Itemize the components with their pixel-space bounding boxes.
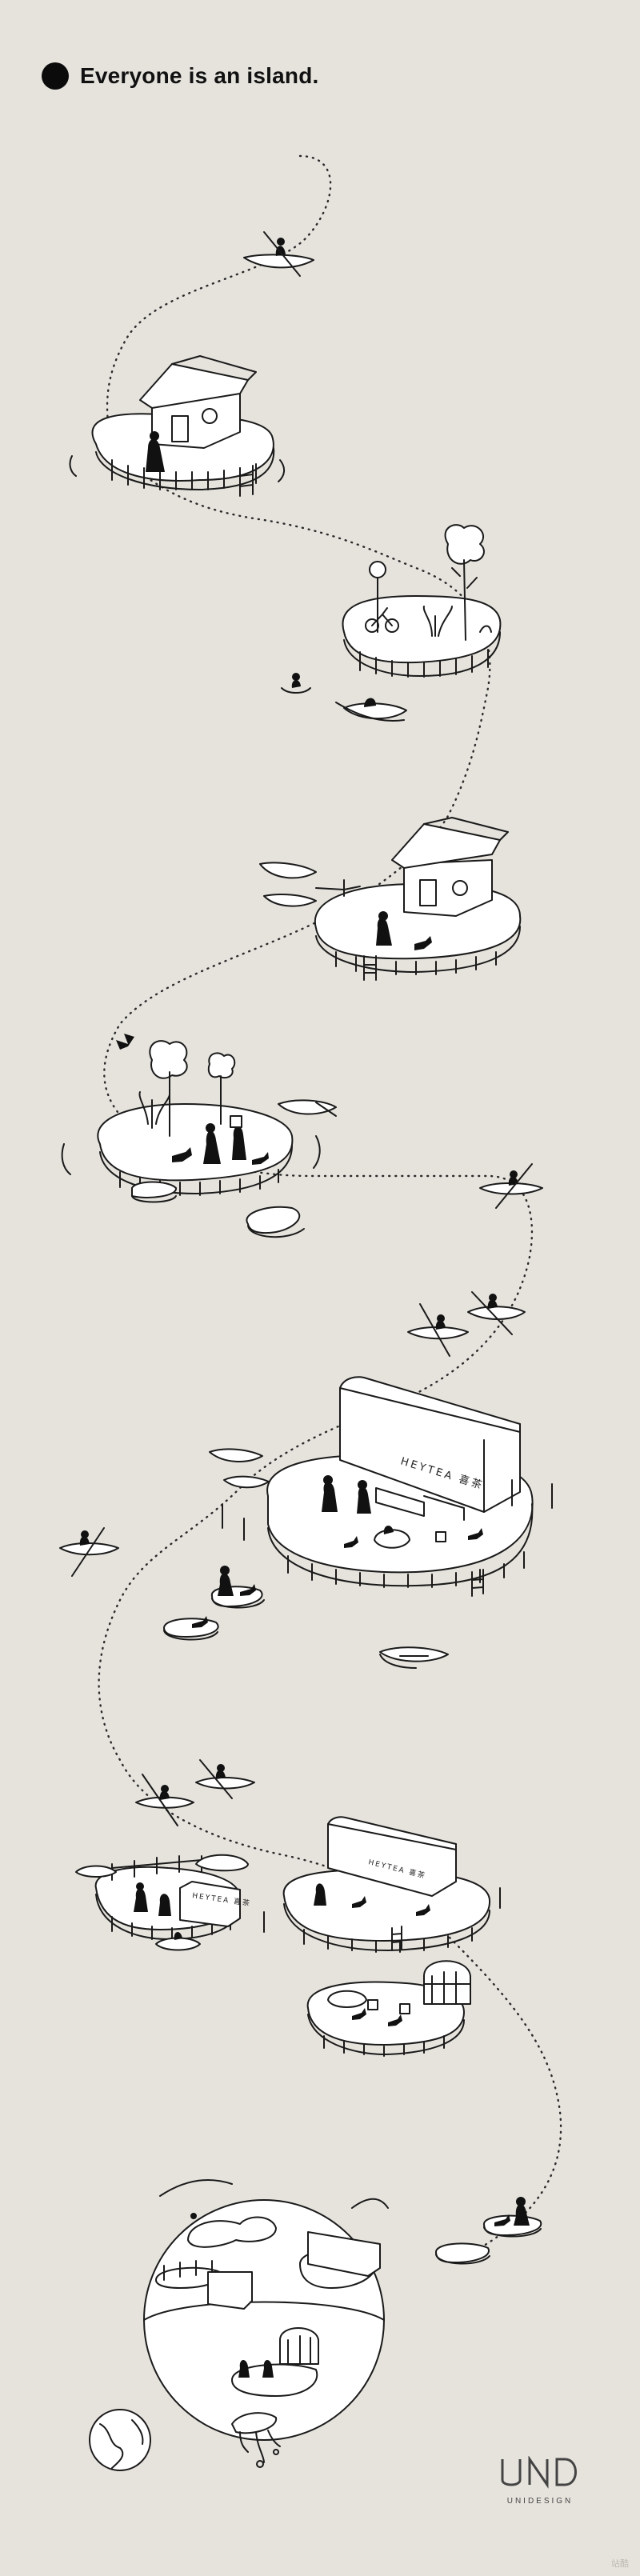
boat-docked-park: [278, 1099, 337, 1117]
bird-flying: [116, 1034, 134, 1050]
rowing-boat-2: [335, 698, 407, 722]
boats-heytea: [209, 1448, 270, 1489]
page-header: Everyone is an island.: [42, 62, 319, 90]
kayaker-4: [59, 1527, 119, 1577]
island-heytea-large: HEYTEA 喜茶: [222, 1376, 553, 1597]
kayaker-5: [135, 1774, 194, 1826]
watermark: 站酷: [611, 2559, 629, 2569]
boats-dock: [259, 862, 361, 907]
kayaker-6: [195, 1759, 255, 1799]
person-swimming: [281, 673, 311, 694]
island-park: [61, 1040, 321, 1196]
island-group-linked: HEYTEA 喜茶 HEYTEA 喜茶: [75, 1816, 501, 2057]
island-garden: [342, 524, 502, 678]
island-cabin: [69, 355, 285, 497]
und-subtitle: UNIDESIGN: [506, 2497, 574, 2506]
island-cabin-dog: [314, 817, 522, 981]
rowing-boat-top: [243, 231, 314, 277]
und-logo: UNIDESIGN: [496, 2455, 584, 2506]
und-logo-mark: [501, 2455, 577, 2489]
island-rider-right: [483, 2197, 542, 2238]
kayaker-3: [467, 1291, 526, 1335]
boat-floating: [379, 1646, 449, 1669]
page-title: Everyone is an island.: [80, 63, 319, 88]
black-dot-icon: [42, 62, 69, 90]
kayaker-1: [479, 1163, 543, 1209]
island-small-rider: [211, 1566, 265, 1609]
small-earth: [89, 2409, 151, 2471]
island-small-dog: [163, 1616, 219, 1641]
island-small-rider-2: [435, 2242, 490, 2265]
globe-world: [143, 2179, 389, 2468]
kayaker-2: [407, 1303, 469, 1357]
stepping-stones: [131, 1181, 305, 1238]
